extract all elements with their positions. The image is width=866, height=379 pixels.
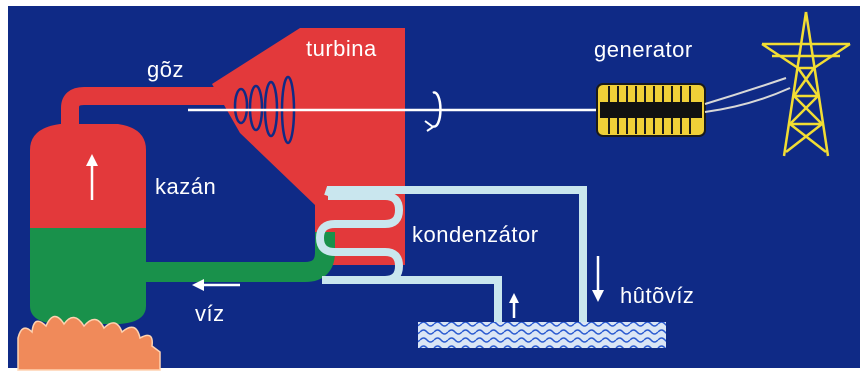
- cooling-pipe-in: [322, 276, 502, 322]
- boiler-steam-section: [30, 124, 146, 228]
- generator-label: generator: [594, 37, 693, 62]
- cooling-pipe-out: [324, 186, 587, 322]
- pipe-joint: [140, 262, 152, 282]
- flame-icon: [17, 315, 161, 371]
- power-wire: [704, 77, 787, 105]
- condenser-coil: [315, 192, 404, 284]
- wavy-water-icon: [418, 322, 666, 348]
- steam-label: gõz: [147, 57, 184, 82]
- water-label: víz: [195, 301, 225, 326]
- turbine-label: turbina: [306, 36, 377, 61]
- cooling-water-label: hûtõvíz: [620, 283, 695, 308]
- power-pylon-icon: [761, 11, 851, 157]
- boiler-water-section: [30, 228, 146, 324]
- turbine-body: [212, 28, 405, 265]
- power-wire: [704, 87, 791, 113]
- generator-unit: [596, 83, 706, 137]
- steam-pipe: [61, 87, 257, 157]
- rotation-arrow-icon: [432, 91, 442, 128]
- condenser-label: kondenzátor: [412, 222, 539, 247]
- boiler-label: kazán: [155, 174, 217, 199]
